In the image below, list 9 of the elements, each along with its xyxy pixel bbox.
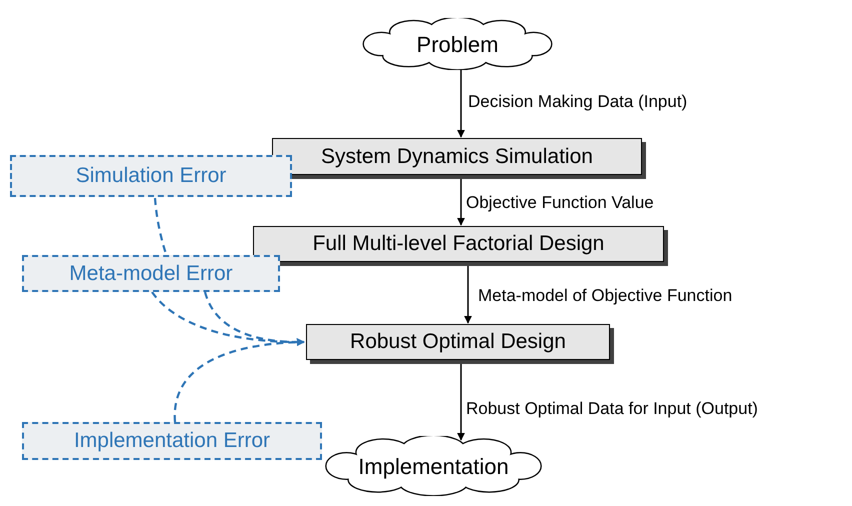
error-box: Implementation Error [22,422,322,460]
edge-label: Robust Optimal Data for Input (Output) [466,399,758,419]
edge-label: Decision Making Data (Input) [468,92,688,112]
dashed-arrow [174,338,305,422]
error-box: Meta-model Error [22,255,280,292]
arrow [457,68,465,138]
edge-label: Meta-model of Objective Function [478,286,732,306]
error-box: Simulation Error [10,155,292,197]
edge-label: Objective Function Value [466,193,654,213]
